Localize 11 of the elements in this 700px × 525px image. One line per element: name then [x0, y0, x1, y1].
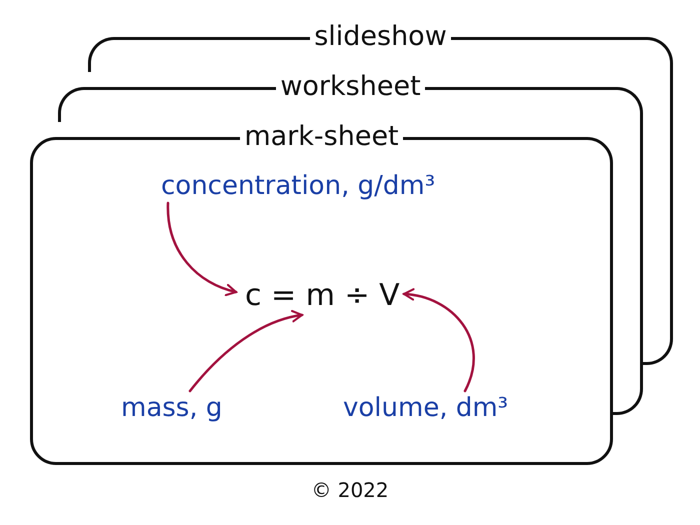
- equation-text: c = m ÷ V: [245, 278, 400, 314]
- card-panel: [30, 122, 613, 465]
- arrow: [402, 288, 475, 392]
- annotation-text: concentration, g/dm³: [161, 168, 436, 204]
- arrow: [188, 310, 304, 392]
- arrow: [166, 202, 238, 296]
- annotation-text: mass, g: [121, 390, 222, 426]
- card-panel: [58, 72, 643, 122]
- copyright-note: © 2022: [311, 478, 389, 502]
- annotation-text: volume, dm³: [343, 390, 508, 426]
- card-panel: [88, 22, 673, 72]
